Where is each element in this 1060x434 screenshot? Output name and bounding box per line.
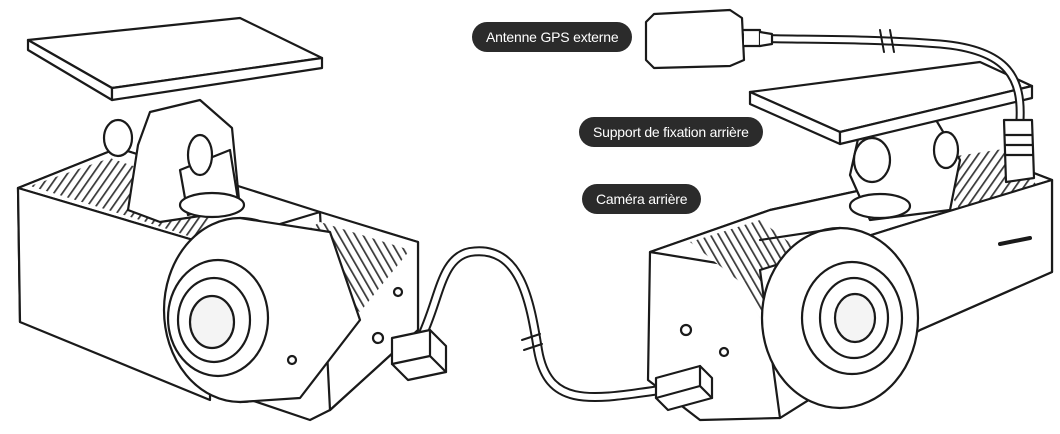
interconnect-cable (415, 246, 665, 403)
gps-plug (1002, 118, 1036, 184)
rear-lens (800, 260, 904, 376)
front-lens (166, 258, 270, 378)
front-led (286, 354, 298, 366)
rear-camera (646, 60, 1054, 422)
front-camera (16, 16, 420, 422)
rear-port (679, 323, 693, 337)
gps-antenna (644, 8, 774, 70)
label-rear-camera: Caméra arrière (582, 184, 702, 214)
rear-connector (654, 364, 714, 412)
label-rear-mount: Support de fixation arrière (579, 117, 763, 147)
front-connector (390, 328, 448, 382)
front-mount (26, 16, 324, 224)
front-port (371, 331, 385, 345)
gps-cable (739, 29, 1025, 165)
rear-mount (748, 60, 1034, 222)
label-gps-antenna: Antenne GPS externe (472, 22, 633, 52)
